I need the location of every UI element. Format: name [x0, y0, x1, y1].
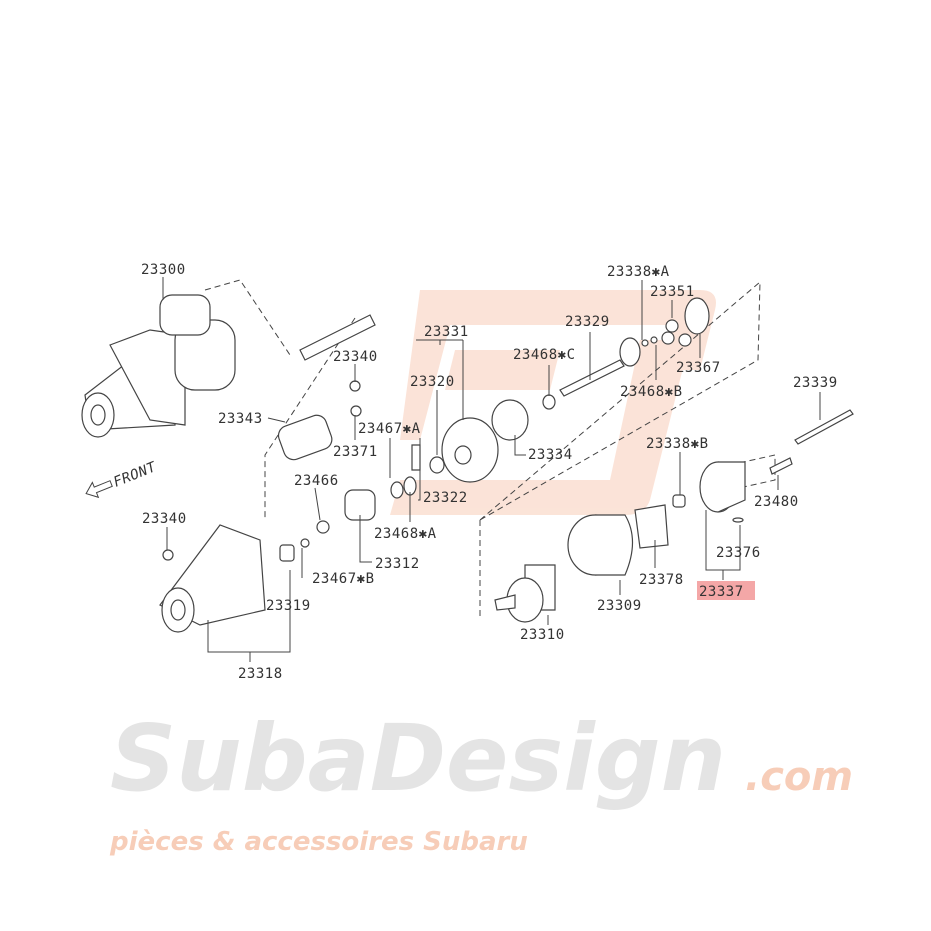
- part-label-23338-b[interactable]: 23338✱B: [646, 436, 709, 452]
- part-label-23334[interactable]: 23334: [528, 447, 573, 463]
- part-label-23318[interactable]: 23318: [238, 666, 283, 682]
- bolt-stud: [299, 314, 376, 361]
- starter-assembly: [81, 294, 236, 438]
- part-label-23310[interactable]: 23310: [520, 627, 565, 643]
- part-label-23367[interactable]: 23367: [676, 360, 721, 376]
- part-label-23338-a[interactable]: 23338✱A: [607, 264, 670, 280]
- part-label-23376[interactable]: 23376: [716, 545, 761, 561]
- watermark-brand: SubaDesign: [110, 705, 726, 812]
- front-housing: [159, 524, 295, 633]
- part-label-23371[interactable]: 23371: [333, 444, 378, 460]
- part-label-23337[interactable]: 23337: [699, 584, 744, 600]
- front-direction-indicator: FRONT: [85, 459, 160, 499]
- part-label-23309[interactable]: 23309: [597, 598, 642, 614]
- front-label: FRONT: [111, 459, 159, 491]
- armature-parts: [344, 297, 710, 521]
- selected-part-highlight: [697, 581, 755, 600]
- part-label-23340-b[interactable]: 23340: [142, 511, 187, 527]
- watermark-text: SubaDesign .com pièces & accessoires Sub…: [109, 705, 853, 857]
- solenoid: [277, 380, 362, 548]
- part-label-23468-a[interactable]: 23468✱A: [374, 526, 437, 542]
- part-label-23340[interactable]: 23340: [333, 349, 378, 365]
- guide-lines: [204, 279, 776, 620]
- watermark-domain: .com: [745, 754, 853, 800]
- part-label-23319[interactable]: 23319: [266, 598, 311, 614]
- part-label-23300[interactable]: 23300: [141, 262, 186, 278]
- motor-parts: [494, 409, 854, 623]
- part-label-23468-c[interactable]: 23468✱C: [513, 347, 576, 363]
- part-label-23322[interactable]: 23322: [423, 490, 468, 506]
- part-label-23480[interactable]: 23480: [754, 494, 799, 510]
- part-label-23320[interactable]: 23320: [410, 374, 455, 390]
- part-label-23339[interactable]: 23339: [793, 375, 838, 391]
- leader-lines: [162, 277, 821, 662]
- part-label-23467-b[interactable]: 23467✱B: [312, 571, 375, 587]
- watermark-tagline: pièces & accessoires Subaru: [109, 827, 528, 857]
- part-label-23331[interactable]: 23331: [424, 324, 469, 340]
- part-label-23467-a[interactable]: 23467✱A: [358, 421, 421, 437]
- part-label-23312[interactable]: 23312: [375, 556, 420, 572]
- part-labels: 23300 23340 23343 23371 23467✱A 23466 23…: [141, 262, 838, 682]
- part-label-23343[interactable]: 23343: [218, 411, 263, 427]
- part-label-23466[interactable]: 23466: [294, 473, 339, 489]
- part-label-23329[interactable]: 23329: [565, 314, 610, 330]
- part-label-23378[interactable]: 23378: [639, 572, 684, 588]
- watermark-logo: [390, 290, 716, 515]
- part-label-23468-b[interactable]: 23468✱B: [620, 384, 683, 400]
- part-label-23351[interactable]: 23351: [650, 284, 695, 300]
